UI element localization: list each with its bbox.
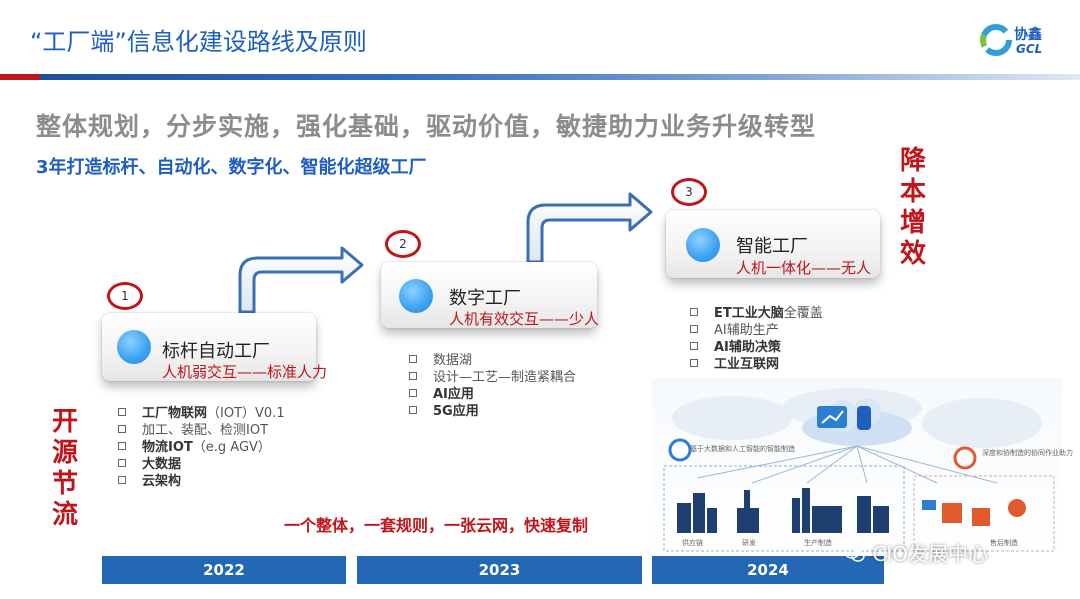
list-item: 加工、装配、检测IOT bbox=[118, 422, 285, 439]
arrow-1-to-2 bbox=[238, 246, 364, 314]
illus-right-caption: 深度和协制造的协同作业助力 bbox=[982, 449, 1073, 457]
list-item: 数据湖 bbox=[409, 352, 576, 369]
logo-text-cn: 协鑫 bbox=[1014, 27, 1042, 43]
checkbox-square-icon bbox=[409, 406, 417, 414]
stage-3-title: 智能工厂 bbox=[736, 236, 808, 257]
three-year-goal: 3年打造标杆、自动化、数字化、智能化超级工厂 bbox=[36, 157, 427, 178]
stage-3-badge: 3 bbox=[671, 178, 707, 206]
illus-label-aftersale: 售后制造 bbox=[990, 539, 1018, 547]
stage-3-list: ET工业大脑全覆盖 AI辅助生产 AI辅助决策 工业互联网 bbox=[690, 305, 823, 373]
stage-1-subtitle: 人机弱交互——标准人力 bbox=[162, 363, 328, 381]
list-item: ET工业大脑全覆盖 bbox=[690, 305, 823, 322]
logo-text-en: GCL bbox=[1016, 42, 1043, 56]
stage-3-subtitle: 人机一体化——无人 bbox=[736, 259, 872, 277]
stage-2-subtitle: 人机有效交互——少人 bbox=[449, 310, 600, 328]
right-vertical-label: 降本增效 bbox=[899, 146, 926, 269]
list-item: AI应用 bbox=[409, 386, 576, 403]
factory-cloud-graphic bbox=[663, 388, 1055, 552]
stage-2-dot-icon bbox=[399, 279, 433, 313]
stage-2-card: 数字工厂 人机有效交互——少人 bbox=[381, 262, 600, 328]
stage-1-card: 标杆自动工厂 人机弱交互——标准人力 bbox=[102, 313, 327, 381]
checkbox-square-icon bbox=[690, 342, 698, 350]
stage-1-list: 工厂物联网（IOT）V0.1 加工、装配、检测IOT 物流IOT（e.g AGV… bbox=[118, 405, 285, 490]
header-rule-gradient bbox=[40, 74, 1080, 80]
list-item: AI辅助生产 bbox=[690, 322, 823, 339]
stage-1-title: 标杆自动工厂 bbox=[162, 341, 270, 362]
stage-2-list: 数据湖 设计—工艺—制造紧耦合 AI应用 5G应用 bbox=[409, 352, 576, 420]
list-item: AI辅助决策 bbox=[690, 339, 823, 356]
checkbox-square-icon bbox=[409, 372, 417, 380]
industrial-cloud-illustration: 基于大数据和人工智能的智能制造 深度和协制造的协同作业助力 供应链 研发 生产制… bbox=[652, 378, 1073, 558]
checkbox-square-icon bbox=[409, 355, 417, 363]
wechat-icon bbox=[844, 544, 866, 562]
tagline: 一个整体，一套规则，一张云网，快速复制 bbox=[284, 516, 589, 535]
checkbox-square-icon bbox=[690, 308, 698, 316]
list-item: 5G应用 bbox=[409, 403, 576, 420]
list-item: 工业互联网 bbox=[690, 356, 823, 373]
watermark-text: CIO发展中心 bbox=[872, 542, 988, 566]
checkbox-square-icon bbox=[690, 359, 698, 367]
list-item: 云架构 bbox=[118, 473, 285, 490]
header-rule-red bbox=[0, 74, 40, 80]
checkbox-square-icon bbox=[118, 459, 126, 467]
stage-2-title: 数字工厂 bbox=[449, 288, 521, 309]
arrow-2-to-3 bbox=[526, 192, 653, 264]
year-bar-2023: 2023 bbox=[357, 556, 642, 584]
list-item: 物流IOT（e.g AGV） bbox=[118, 439, 285, 456]
page-title: “工厂端”信息化建设路线及原则 bbox=[30, 28, 367, 56]
list-item: 大数据 bbox=[118, 456, 285, 473]
illus-label-production: 生产制造 bbox=[804, 539, 832, 547]
checkbox-square-icon bbox=[409, 389, 417, 397]
gcl-logo bbox=[978, 22, 1014, 58]
stage-3-card: 智能工厂 人机一体化——无人 bbox=[666, 210, 880, 278]
list-item: 工厂物联网（IOT）V0.1 bbox=[118, 405, 285, 422]
stage-2-badge: 2 bbox=[385, 230, 421, 258]
stage-1-dot-icon bbox=[117, 330, 151, 364]
checkbox-square-icon bbox=[118, 408, 126, 416]
illus-left-caption: 基于大数据和人工智能的智能制造 bbox=[690, 445, 795, 453]
stage-3-dot-icon bbox=[686, 228, 720, 262]
checkbox-square-icon bbox=[118, 442, 126, 450]
gcl-logo-icon bbox=[980, 24, 1012, 56]
year-bar-2022: 2022 bbox=[102, 556, 346, 584]
year-bar-2024: 2024 bbox=[652, 556, 884, 584]
principles-subtitle: 整体规划，分步实施，强化基础，驱动价值，敏捷助力业务升级转型 bbox=[36, 112, 817, 141]
checkbox-square-icon bbox=[118, 425, 126, 433]
checkbox-square-icon bbox=[690, 325, 698, 333]
stage-1-badge: 1 bbox=[107, 282, 143, 310]
left-vertical-label: 开源节流 bbox=[51, 407, 78, 530]
list-item: 设计—工艺—制造紧耦合 bbox=[409, 369, 576, 386]
watermark: CIO发展中心 bbox=[844, 538, 988, 567]
illus-label-supply: 供应链 bbox=[682, 539, 703, 547]
checkbox-square-icon bbox=[118, 476, 126, 484]
illus-label-rnd: 研发 bbox=[742, 539, 756, 547]
